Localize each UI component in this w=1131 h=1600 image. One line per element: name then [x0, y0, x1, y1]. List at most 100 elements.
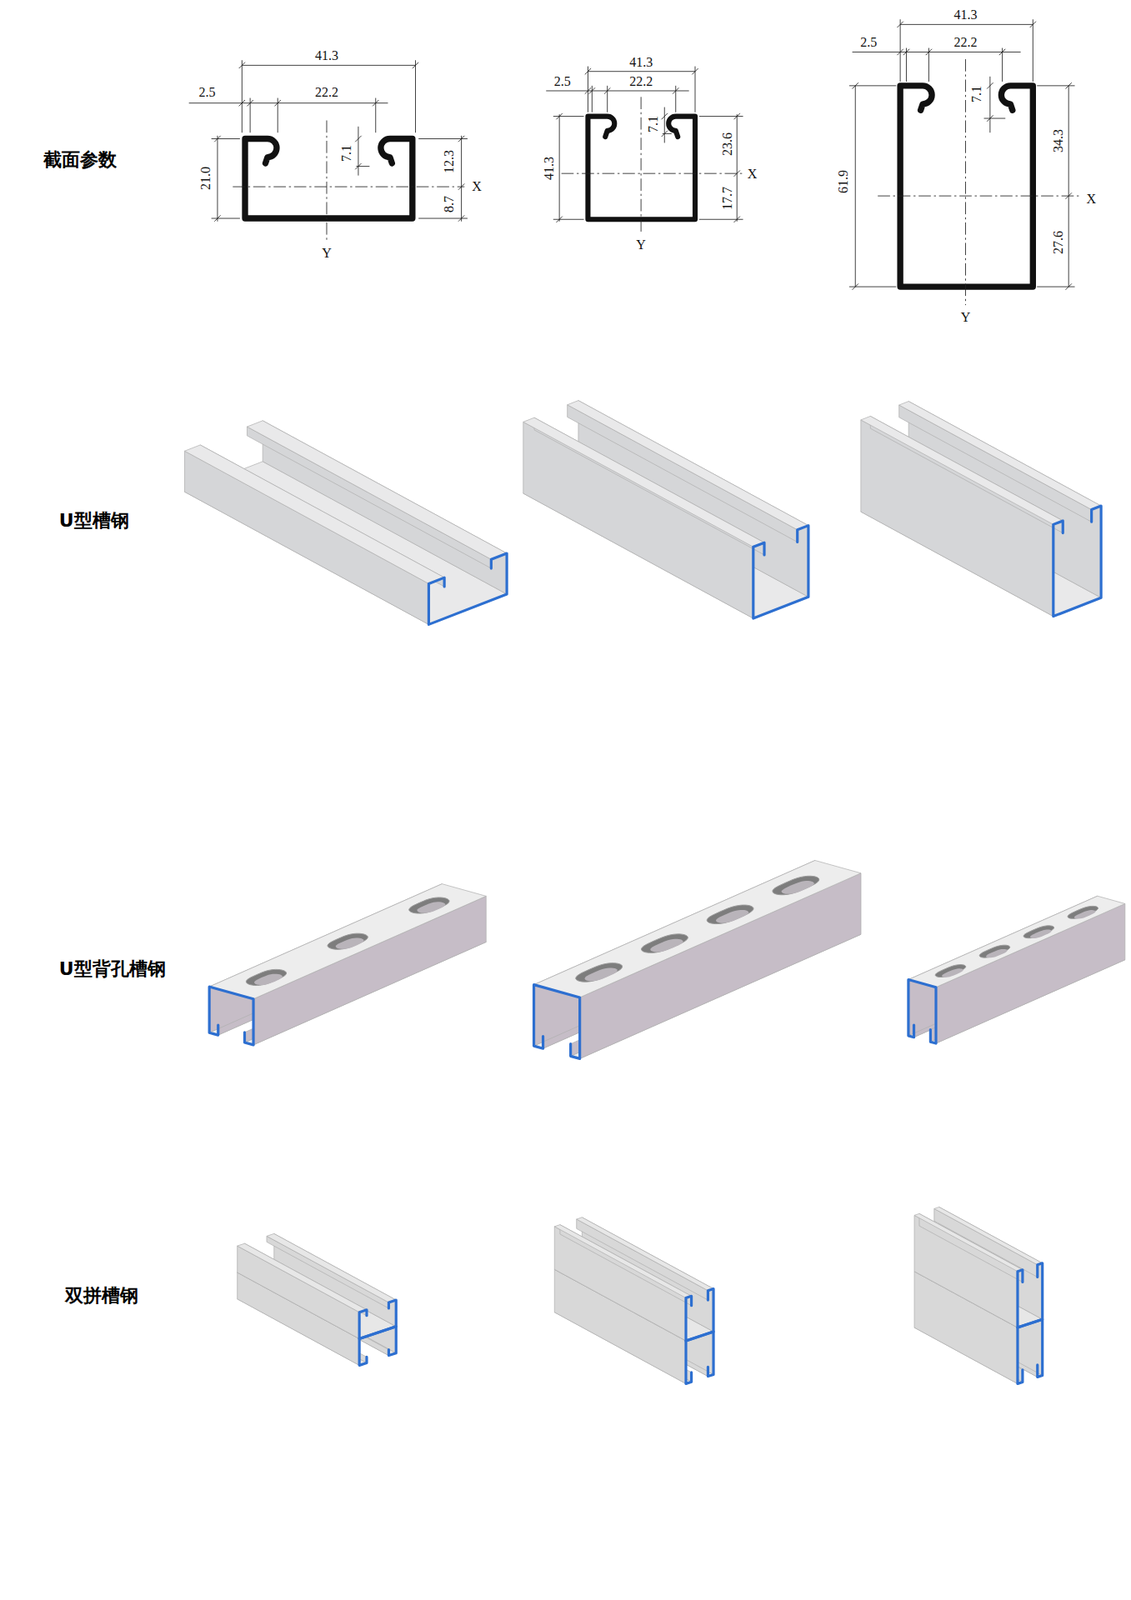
channel-face: [185, 450, 430, 625]
front-section: [685, 1289, 714, 1342]
dimension-line: [372, 100, 379, 106]
dimension-label: 61.9: [836, 170, 851, 194]
dimension-label: 7.1: [970, 85, 984, 103]
dimension-line: [849, 286, 896, 288]
dimension-line: [661, 113, 668, 120]
channel-face: [860, 415, 1063, 525]
channel-face: [899, 405, 1092, 522]
dimension-lines: [189, 19, 1081, 306]
slot-depth: [416, 901, 446, 913]
front-section: [209, 986, 254, 1046]
axis-label: Y: [321, 246, 332, 261]
dimension-line: [896, 49, 903, 56]
channel-face: [534, 860, 861, 997]
dimension-line: [239, 62, 246, 69]
dimension-line: [189, 102, 389, 104]
dimension-line: [355, 135, 361, 142]
dimension-line: [699, 115, 744, 117]
dimension-line: [984, 118, 1006, 120]
dimension-line: [900, 24, 1033, 26]
center-line: [640, 96, 642, 235]
center-line: [877, 195, 1080, 197]
dimension-line: [211, 218, 241, 220]
dimension-line: [545, 90, 689, 91]
dimension-line: [553, 115, 585, 117]
dimension-line: [896, 21, 903, 28]
dimension-line: [1036, 85, 1075, 86]
dimension-line: [695, 66, 696, 113]
slot-hole: [1023, 925, 1055, 939]
slot-depth: [650, 939, 683, 953]
channel-face: [523, 417, 765, 547]
channel-3d: [209, 884, 486, 1046]
axis-label: Y: [960, 310, 971, 325]
center-line: [325, 120, 327, 241]
channel-face: [914, 1213, 1023, 1272]
dimension-line: [460, 135, 462, 222]
dimension-line: [604, 87, 611, 94]
front-section: [908, 980, 936, 1045]
slot-hole: [1067, 905, 1099, 919]
dimension-line: [418, 218, 468, 220]
dimension-line: [900, 19, 901, 82]
dimension-label: 34.3: [1051, 129, 1066, 153]
axis-label: X: [747, 167, 758, 181]
dimension-line: [591, 85, 593, 113]
row-label: U型槽钢: [59, 511, 130, 531]
dimension-label: 41.3: [954, 8, 978, 22]
dimension-line: [585, 68, 591, 75]
slot-depth: [585, 967, 618, 981]
channel-3d: [914, 1206, 1043, 1384]
dimension-label: 27.6: [1051, 230, 1066, 255]
axis-label: X: [1085, 192, 1096, 206]
dimension-line: [1036, 286, 1075, 288]
channel-section: [245, 139, 413, 220]
dimension-line: [587, 66, 589, 113]
slot-hole: [327, 933, 368, 950]
slot-depth: [1030, 929, 1052, 938]
dimension-label: 22.2: [315, 85, 339, 100]
dimension-line: [736, 114, 738, 222]
channel-section: [900, 85, 1033, 287]
dimension-line: [1030, 21, 1036, 28]
center-line: [965, 59, 966, 306]
dimension-line: [357, 126, 359, 176]
channel-face: [185, 445, 446, 584]
slot-hole: [935, 965, 966, 978]
dimension-line: [246, 100, 253, 106]
center-line: [232, 186, 465, 188]
channel-3d: [237, 1233, 397, 1366]
slot-hole: [979, 945, 1011, 958]
dimension-line: [606, 85, 608, 113]
channel-face: [908, 895, 1126, 987]
slot-depth: [715, 910, 749, 924]
dimension-line: [241, 65, 416, 66]
row-label: 截面参数: [43, 150, 117, 170]
dimension-line: [587, 70, 696, 72]
channel-3d: [185, 420, 508, 626]
front-section: [753, 525, 809, 619]
dimension-label: 7.1: [646, 115, 661, 133]
front-section: [1017, 1319, 1043, 1384]
slot-depth: [254, 974, 283, 986]
slot-hole: [641, 934, 689, 953]
dimension-line: [691, 68, 698, 75]
dimension-line: [239, 100, 246, 106]
center-line: [561, 173, 746, 175]
dimension-line: [905, 48, 907, 82]
slot-depth: [941, 968, 964, 977]
dimension-label: 7.1: [340, 145, 354, 162]
dimension-line: [925, 49, 932, 56]
dimension-line: [589, 87, 596, 94]
axis-label: Y: [635, 238, 646, 252]
dimension-label: 22.2: [954, 35, 978, 50]
dimension-line: [216, 135, 218, 222]
dimension-line: [355, 165, 370, 167]
dimension-label: 41.3: [629, 55, 653, 70]
slot-hole: [706, 905, 754, 924]
slot-depth: [335, 937, 365, 949]
channel-face: [860, 420, 1054, 617]
channel-face: [209, 884, 486, 1000]
dimension-label: 21.0: [199, 166, 213, 191]
